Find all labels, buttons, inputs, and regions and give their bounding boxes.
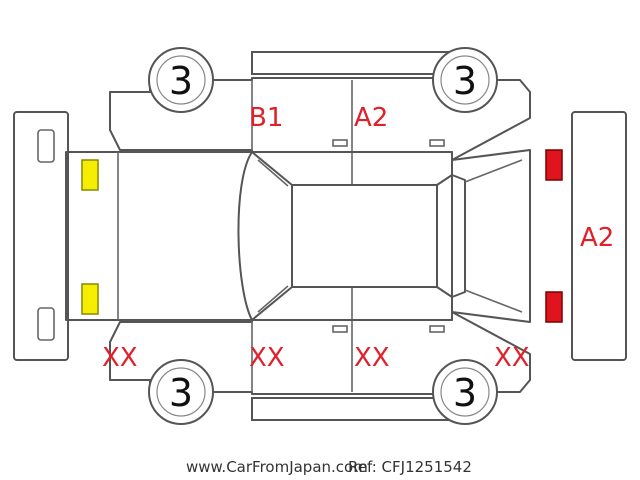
bottom-roof-rail bbox=[251, 397, 453, 421]
tire-front-left-value: 3 bbox=[169, 59, 193, 103]
front-light-bottom-marker bbox=[81, 283, 99, 315]
tire-front-right: 3 bbox=[148, 359, 214, 425]
rear-light-top-marker bbox=[545, 149, 563, 181]
tire-front-left: 3 bbox=[148, 47, 214, 113]
damage-code-front-right-corner: XX bbox=[102, 343, 138, 373]
footer-site: www.CarFromJapan.com bbox=[186, 458, 368, 476]
front-bumper bbox=[13, 111, 69, 361]
damage-code-rear-right-corner: XX bbox=[494, 343, 530, 373]
top-roof-rail bbox=[251, 51, 453, 75]
damage-code-left-rear-door: A2 bbox=[354, 103, 388, 133]
damage-code-left-front-door: B1 bbox=[249, 103, 283, 133]
damage-code-right-rear-door: XX bbox=[354, 343, 390, 373]
damage-code-right-front-door: XX bbox=[249, 343, 285, 373]
damage-code-rear-bumper: A2 bbox=[580, 223, 614, 253]
right-side-panel bbox=[109, 287, 531, 395]
rear-light-bottom-marker bbox=[545, 291, 563, 323]
front-light-top-marker bbox=[81, 159, 99, 191]
left-side-panel bbox=[109, 77, 531, 185]
tire-rear-left: 3 bbox=[432, 47, 498, 113]
footer-ref: Ref: CFJ1251542 bbox=[348, 458, 472, 476]
tire-rear-right: 3 bbox=[432, 359, 498, 425]
rear-bumper bbox=[571, 111, 627, 361]
tire-front-right-value: 3 bbox=[169, 371, 193, 415]
body-top-view bbox=[65, 149, 531, 323]
tire-rear-left-value: 3 bbox=[453, 59, 477, 103]
tire-rear-right-value: 3 bbox=[453, 371, 477, 415]
